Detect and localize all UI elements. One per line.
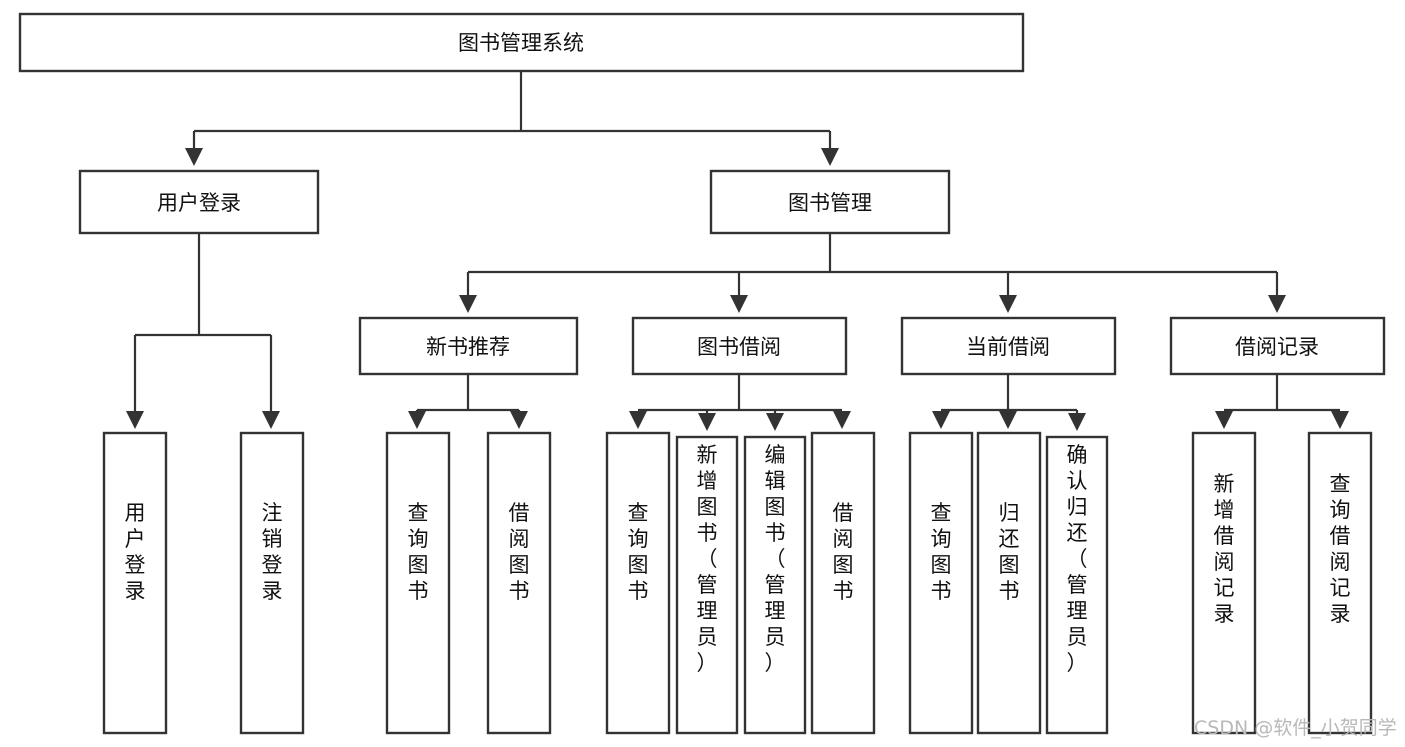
arrowhead-borrow	[730, 295, 748, 313]
node-newbook-label: 新书推荐	[426, 335, 510, 359]
arrowhead-query-book-1	[408, 411, 426, 429]
watermark-label: CSDN @软件_小贺同学	[1194, 717, 1397, 739]
node-leaf-query-book-1[interactable]: 查询图书	[385, 431, 451, 735]
node-borrow-label: 图书借阅	[697, 335, 781, 359]
node-leaf-return-book[interactable]: 归还图书	[976, 431, 1042, 735]
node-leaf-user-login-label: 用户登录	[125, 501, 146, 603]
node-root-box[interactable]	[18, 12, 1025, 73]
node-leaf-borrow-book-2[interactable]: 借阅图书	[810, 431, 876, 735]
node-leaf-borrow-book-1[interactable]: 借阅图书	[486, 431, 552, 735]
arrowhead-confirm-return	[1068, 413, 1086, 431]
node-leaf-query-record[interactable]: 查询借阅记录	[1307, 431, 1373, 735]
node-records[interactable]: 借阅记录	[1169, 316, 1386, 376]
node-leaf-borrow-book-1-box[interactable]	[486, 431, 552, 735]
node-leaf-borrow-book-2-label: 借阅图书	[833, 501, 854, 603]
connector-layer	[126, 71, 1349, 431]
node-leaf-query-book-3-label: 查询图书	[931, 501, 952, 603]
node-leaf-query-book-2-box[interactable]	[605, 431, 671, 735]
arrowhead-query-book-3	[932, 411, 950, 429]
arrowhead-current	[999, 295, 1017, 313]
arrowhead-records	[1268, 295, 1286, 313]
node-leaf-query-book-3[interactable]: 查询图书	[908, 431, 974, 735]
node-leaf-edit-book-box[interactable]	[743, 435, 807, 735]
node-leaf-borrow-book-1-label: 借阅图书	[509, 501, 530, 603]
node-leaf-user-login-box[interactable]	[102, 431, 168, 735]
node-current-label: 当前借阅	[966, 335, 1050, 359]
node-bookmgmt-box[interactable]	[709, 169, 951, 235]
node-leaf-return-book-label: 归还图书	[999, 501, 1020, 603]
node-newbook[interactable]: 新书推荐	[358, 316, 579, 376]
node-borrow-box[interactable]	[631, 316, 848, 376]
node-leaf-borrow-book-2-box[interactable]	[810, 431, 876, 735]
node-leaf-query-book-2[interactable]: 查询图书	[605, 431, 671, 735]
arrowhead-borrow-book-1	[510, 411, 528, 429]
arrowhead-leaf-user-logout	[262, 411, 280, 429]
node-borrow[interactable]: 图书借阅	[631, 316, 848, 376]
arrowhead-newbook	[459, 295, 477, 313]
node-leaf-add-record-box[interactable]	[1191, 431, 1257, 735]
node-root[interactable]: 图书管理系统	[18, 12, 1025, 73]
node-leaf-confirm-return[interactable]: 确认归还（管理员）	[1045, 435, 1109, 735]
arrowhead-query-record	[1331, 411, 1349, 429]
node-leaf-return-book-box[interactable]	[976, 431, 1042, 735]
node-records-label: 借阅记录	[1235, 335, 1319, 359]
node-leaf-user-logout[interactable]: 注销登录	[239, 431, 305, 735]
node-leaf-add-record-label: 新增借阅记录	[1214, 472, 1235, 626]
arrowhead-add-record	[1215, 411, 1233, 429]
node-login-label: 用户登录	[157, 191, 241, 215]
arrowhead-add-book	[698, 413, 716, 431]
node-leaf-edit-book[interactable]: 编辑图书（管理员）	[743, 435, 807, 735]
arrowhead-query-book-2	[629, 411, 647, 429]
node-login-box[interactable]	[78, 169, 320, 235]
node-current[interactable]: 当前借阅	[900, 316, 1117, 376]
node-leaf-query-record-label: 查询借阅记录	[1330, 472, 1351, 626]
node-leaf-query-book-2-label: 查询图书	[628, 501, 649, 603]
arrowhead-borrow-book-2	[833, 411, 851, 429]
node-leaf-query-book-3-box[interactable]	[908, 431, 974, 735]
arrowhead-leaf-user-login	[126, 411, 144, 429]
node-records-box[interactable]	[1169, 316, 1386, 376]
node-leaf-add-book[interactable]: 新增图书（管理员）	[675, 435, 739, 735]
node-leaf-add-record[interactable]: 新增借阅记录	[1191, 431, 1257, 735]
arrowhead-return-book	[999, 411, 1017, 429]
arrowhead-login	[185, 148, 203, 166]
node-leaf-confirm-return-box[interactable]	[1045, 435, 1109, 735]
node-leaf-add-book-box[interactable]	[675, 435, 739, 735]
node-root-label: 图书管理系统	[458, 31, 584, 55]
node-leaf-user-login[interactable]: 用户登录	[102, 431, 168, 735]
node-leaf-user-logout-label: 注销登录	[262, 501, 283, 603]
arrowhead-edit-book	[766, 413, 784, 431]
node-leaf-add-book-label: 新增图书（管理员）	[697, 443, 718, 675]
node-newbook-box[interactable]	[358, 316, 579, 376]
node-leaf-query-record-box[interactable]	[1307, 431, 1373, 735]
arrowhead-bookmgmt	[821, 148, 839, 166]
node-bookmgmt-label: 图书管理	[788, 191, 872, 215]
node-leaf-edit-book-label: 编辑图书（管理员）	[765, 443, 786, 675]
node-bookmgmt[interactable]: 图书管理	[709, 169, 951, 235]
node-leaf-confirm-return-label: 确认归还（管理员）	[1067, 443, 1088, 675]
node-login[interactable]: 用户登录	[78, 169, 320, 235]
node-current-box[interactable]	[900, 316, 1117, 376]
node-leaf-query-book-1-label: 查询图书	[408, 501, 429, 603]
node-leaf-query-book-1-box[interactable]	[385, 431, 451, 735]
node-leaf-user-logout-box[interactable]	[239, 431, 305, 735]
